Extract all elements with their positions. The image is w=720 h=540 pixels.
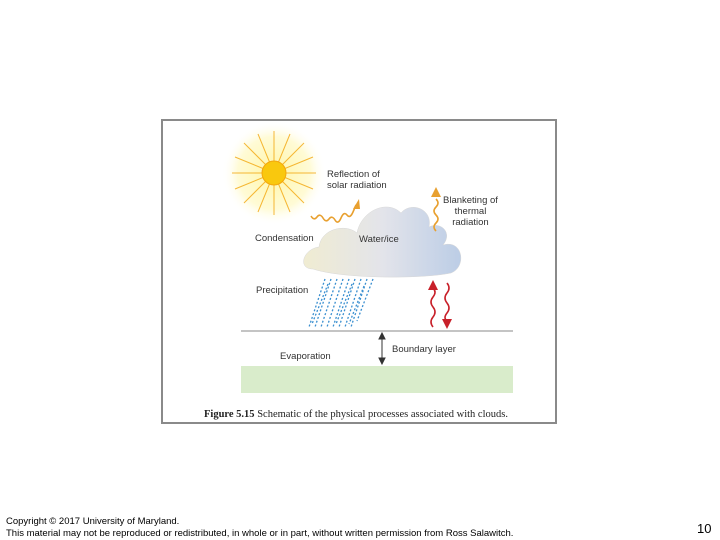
figure-frame: Reflection of solar radiation Blanketing… [161,119,557,424]
copyright-text: Copyright © 2017 University of Maryland. [6,516,180,527]
sun-icon [222,121,326,225]
figure-caption: Figure 5.15 Schematic of the physical pr… [204,409,554,420]
footer: Copyright © 2017 University of Maryland.… [6,516,513,540]
notice-text: This material may not be reproduced or r… [6,528,514,539]
label-boundary-layer: Boundary layer [392,344,456,355]
caption-text: Schematic of the physical processes asso… [257,409,508,420]
precipitation-rain [308,278,374,328]
ground-surface [241,366,513,393]
label-condensation: Condensation [255,233,314,244]
label-water-ice: Water/ice [359,234,399,245]
cloud [303,206,462,278]
thermal-escape-arrow [431,187,441,232]
cloud-processes-schematic [222,121,513,393]
thermal-radiation-arrows [428,280,452,329]
label-blanketing: Blanketing of thermal radiation [443,195,498,228]
label-reflection: Reflection of solar radiation [327,169,387,191]
page-number: 10 [697,521,712,536]
boundary-layer-arrow [378,331,386,366]
reflected-solar-arrow [310,199,360,223]
label-evaporation: Evaporation [280,351,331,362]
caption-label: Figure 5.15 [204,409,255,420]
label-precipitation: Precipitation [256,285,309,296]
